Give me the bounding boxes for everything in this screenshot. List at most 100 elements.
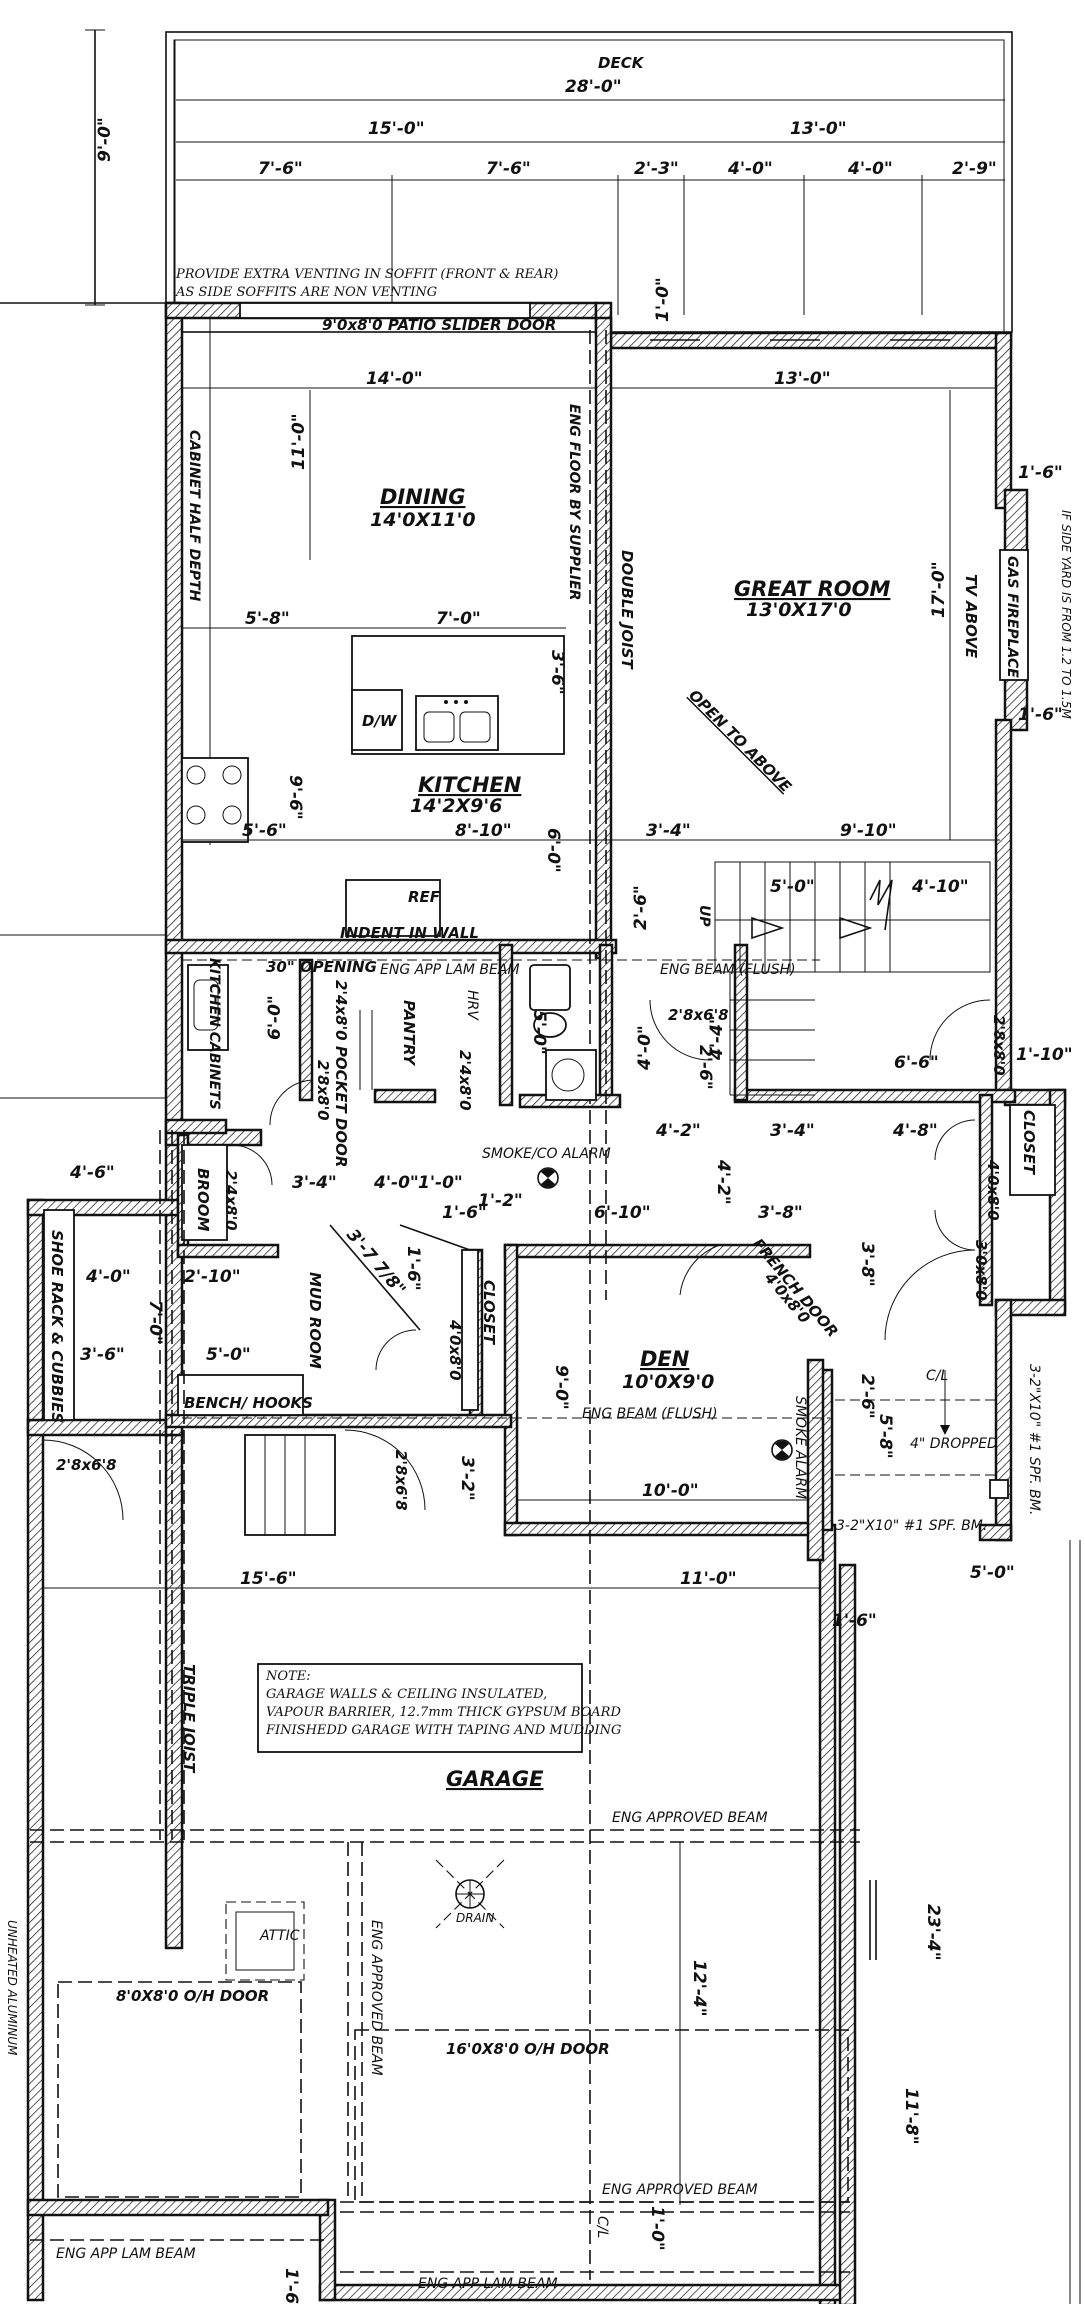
oh-door-8-outline [57, 1981, 302, 2198]
dim-12-4: 12'-4" [689, 1960, 709, 2017]
garage-entry: 2'8x6'8 2'8x6'8 3'-2" [42, 1429, 477, 1536]
kitchen-label: KITCHEN [418, 773, 522, 797]
dim-4-0-a: 4'-0" [727, 159, 773, 179]
dim-5-0-b-2: 5'-0" [206, 1345, 251, 1365]
dim-3-4-b: 3'-4" [770, 1121, 815, 1141]
dim-4-2-b: 4'-2" [713, 1159, 733, 1205]
oh-door-8-label: 8'0X8'0 O/H DOOR [116, 1987, 269, 2005]
dim-13-0-top: 13'-0" [790, 119, 847, 139]
attic-label: ATTIC [259, 1928, 300, 1944]
open-to-above-label: OPEN TO ABOVE [685, 686, 795, 796]
side-yard-note: IF SIDE YARD IS FROM 1.2 TO 1.5M [1059, 510, 1073, 719]
patio-slider-door [239, 302, 531, 319]
oh-door-16-label: 16'0X8'0 O/H DOOR [446, 2040, 610, 2058]
gas-fireplace-label: GAS FIREPLACE [1004, 556, 1020, 678]
dishwasher-label: D/W [362, 712, 398, 730]
dim-3-6-b: 3'-6" [80, 1345, 125, 1365]
smoke-alarm-icon [771, 1439, 793, 1461]
hrv-label: HRV [464, 990, 480, 1021]
dim-1-6-e: 1'-6" [281, 2268, 301, 2304]
dim-2-10: 2'-10" [184, 1267, 241, 1287]
eng-app-lam-beam-label: ENG APP LAM BEAM [380, 962, 520, 978]
kitchen-sink [415, 695, 499, 751]
pantry-area: KITCHEN CABINETS 6'-0" 2'4x8'0 POCKET DO… [187, 958, 597, 1167]
dim-5-8-b: 5'-8" [875, 1414, 895, 1459]
garage-note-4: FINISHEDD GARAGE WITH TAPING AND MUDDING [265, 1723, 621, 1738]
dim-3-8-b: 3'-8" [857, 1242, 877, 1287]
dim-17-0: 17'-0" [929, 561, 949, 618]
pocket-door-label: 2'4x8'0 POCKET DOOR [332, 980, 350, 1167]
eng-app-lam-beam-2-label: ENG APP LAM BEAM [56, 2246, 196, 2262]
eng-approved-beam-v-label: ENG APPROVED BEAM [368, 1920, 384, 2076]
dim-1-6-d: 1'-6" [832, 1611, 877, 1631]
door-2-4x8-0-b-label: 2'4x8'0 [222, 1170, 240, 1231]
dim-5-6: 5'-6" [242, 821, 287, 841]
spf-bm-2-label: 3-2"X10" #1 SPF. BM. [836, 1518, 987, 1534]
dim-4-2: 4'-2" [655, 1121, 701, 1141]
dim-3-8: 3'-8" [758, 1203, 803, 1223]
dim-4-0-c: 4'-0" [635, 1025, 655, 1071]
door-2-4x8-0-label: 2'4x8'0 [456, 1050, 474, 1111]
dropped-label: 4" DROPPED [910, 1436, 998, 1452]
dim-15-0: 15'-0" [368, 119, 425, 139]
dim-1-6-b: 1'-6" [1018, 705, 1063, 725]
dim-14-0: 14'-0" [366, 369, 423, 389]
broom-label: BROOM [194, 1168, 212, 1231]
dim-1-6-c-b: 1'-6" [403, 1246, 423, 1291]
refrigerator [345, 879, 441, 937]
broom-closet [181, 1144, 228, 1241]
deck-width-dim: 28'-0" [565, 77, 622, 97]
bench [177, 1374, 304, 1416]
dishwasher [351, 689, 403, 751]
toilet [533, 1012, 567, 1038]
post [989, 1479, 1009, 1499]
closet-2-box [461, 1249, 479, 1411]
dining-kitchen: 14'-0" 11'-0" CABINET HALF DEPTH DINING … [181, 318, 1000, 942]
dim-11-8: 11'-8" [901, 2088, 921, 2145]
dim-3-4: 3'-4" [646, 821, 691, 841]
interior-walls [164, 316, 1017, 1562]
pantry-label: PANTRY [400, 1000, 418, 1067]
gas-fireplace [999, 549, 1029, 681]
closet-label: CLOSET [1020, 1110, 1038, 1176]
dim-1-0-c: 1'-0" [647, 2206, 667, 2251]
eng-app-lam-beam-3-label: ENG APP LAM BEAM [418, 2276, 558, 2292]
dim-4-6: 4'-6" [69, 1163, 115, 1183]
vanity [545, 1049, 597, 1101]
dim-4-0-b: 4'-0" [847, 159, 893, 179]
den-size: 10'0X9'0 [622, 1371, 714, 1393]
dim-4-4: 4'-4" [707, 1015, 727, 1061]
soffit-note-2: AS SIDE SOFFITS ARE NON VENTING [175, 285, 437, 300]
dim-7-6-a: 7'-6" [258, 159, 303, 179]
toilet-tank [529, 964, 571, 1011]
stair-up-label: UP [696, 905, 712, 927]
deck-inner [173, 39, 1005, 333]
dim-9-10: 9'-10" [840, 821, 897, 841]
eng-beam-flush-2-label: ENG BEAM (FLUSH) [582, 1406, 718, 1422]
opening-30-label: 30" OPENING [266, 958, 377, 976]
stair-upper [714, 861, 991, 973]
dining-label: DINING [380, 485, 465, 509]
door-2-8x8-0-label: 2'8x8'0 [314, 1060, 332, 1121]
door-2-8x6-8-a-label: 2'8x6'8 [668, 1006, 729, 1024]
dim-1-0: 1'-0" [653, 277, 673, 322]
dim-9-0-b: 9'-0" [551, 1365, 571, 1410]
bench-hooks-label: BENCH/ HOOKS [184, 1394, 313, 1412]
eng-approved-beam-label: ENG APPROVED BEAM [612, 1810, 768, 1826]
cl-label-b: C/L [594, 2216, 610, 2238]
eng-floor-label: ENG FLOOR BY SUPPLIER [566, 404, 582, 600]
dim-7-6-b: 7'-6" [486, 159, 531, 179]
dim-2-9: 2'-9" [952, 159, 997, 179]
dim-1-0-b: 1'-0" [418, 1173, 463, 1193]
unheated-label: UNHEATED ALUMINUM [5, 1920, 19, 2056]
great-room-label: GREAT ROOM [734, 577, 891, 601]
door-2-8x6-8-b-label: 2'8x6'8 [56, 1456, 117, 1474]
dim-6-6: 6'-6" [894, 1053, 939, 1073]
stairs: 5'-0" 4'-10" UP 2'-6" [695, 861, 991, 1096]
indent-in-wall-label: INDENT IN WALL [340, 924, 479, 942]
dim-1-2: 1'-2" [478, 1191, 523, 1211]
dim-2-6: 2'-6" [695, 1045, 715, 1090]
soffit-note-1: PROVIDE EXTRA VENTING IN SOFFIT (FRONT &… [175, 267, 558, 282]
dim-6-10: 6'-10" [594, 1203, 651, 1223]
